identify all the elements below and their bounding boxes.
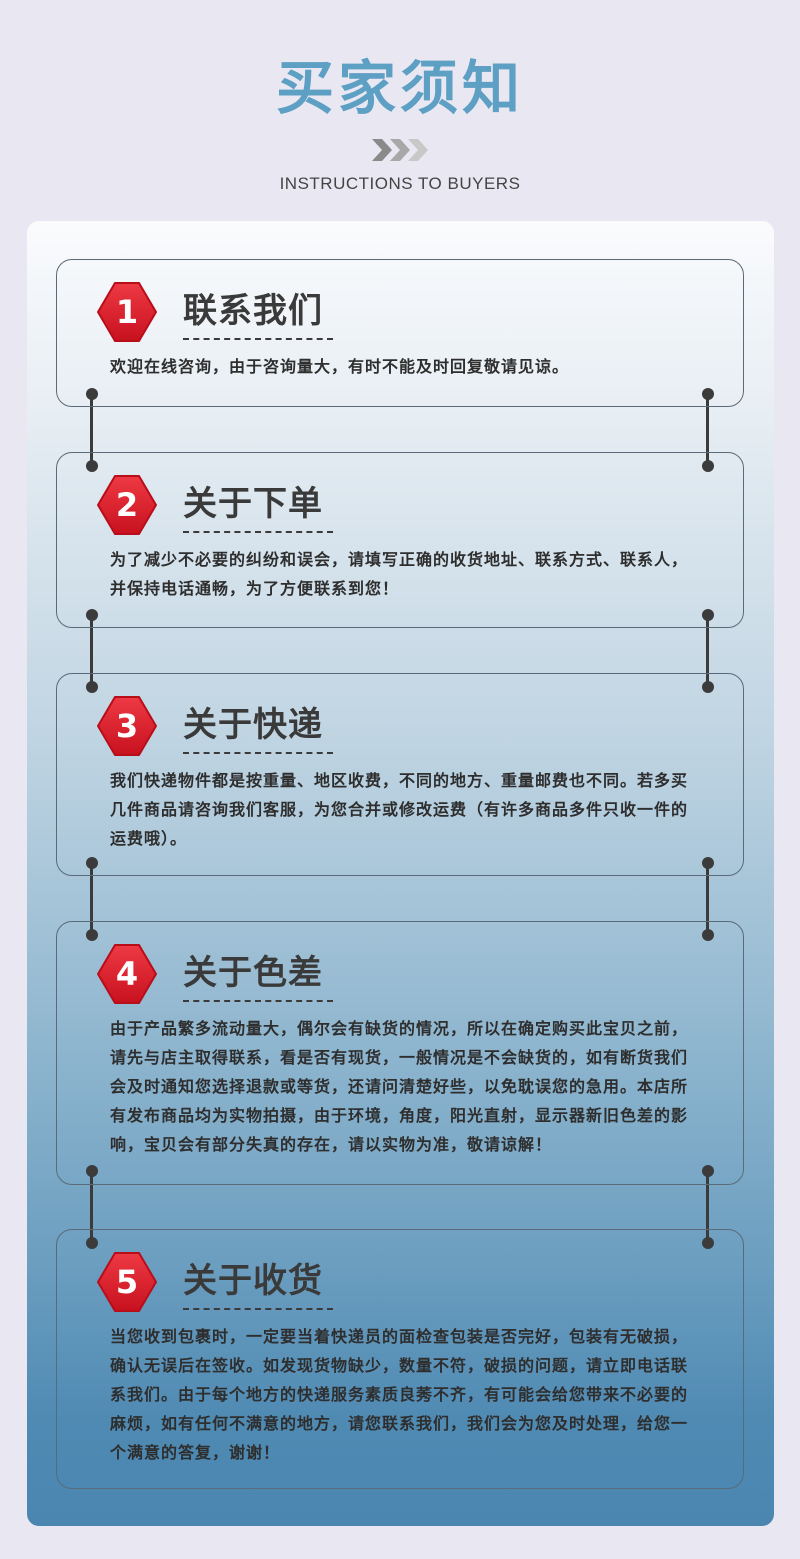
connector-dot (86, 460, 98, 472)
page-title: 买家须知 (275, 54, 524, 122)
hexagon-badge-icon (97, 282, 157, 342)
section-card-color-difference: 4 关于色差 由于产品繁多流动量大，偶尔会有缺货的情况，所以在确定购买此宝贝之前… (56, 921, 744, 1185)
hexagon-badge-icon (97, 696, 157, 756)
section-title: 关于色差 (183, 953, 323, 993)
section-number: 3 (115, 707, 139, 745)
chevron-right-icon (370, 137, 430, 163)
title-underline (183, 1000, 333, 1002)
section-title: 联系我们 (183, 291, 323, 331)
connector-line (90, 615, 93, 687)
connector-line (90, 1171, 93, 1243)
section-body: 欢迎在线咨询，由于咨询量大，有时不能及时回复敬请见谅。 (110, 357, 570, 376)
connector-line (706, 863, 709, 935)
number-badge: 4 (95, 942, 159, 1006)
connector-dot (86, 1165, 98, 1177)
instructions-panel (27, 221, 774, 1526)
hexagon-badge-icon (97, 475, 157, 535)
hexagon-badge-icon (97, 944, 157, 1004)
title-underline (183, 531, 333, 533)
title-underline (183, 1308, 333, 1310)
section-body: 为了减少不必要的纠纷和误会，请填写正确的收货地址、联系方式、联系人，并保持电话通… (110, 550, 689, 598)
section-card-receiving: 5 关于收货 当您收到包裹时，一定要当着快递员的面检查包装是否完好，包装有无破损… (56, 1229, 744, 1489)
section-title: 关于下单 (183, 484, 323, 524)
connector-line (90, 394, 93, 466)
connector-dot (86, 609, 98, 621)
section-card-delivery: 3 关于快递 我们快递物件都是按重量、地区收费，不同的地方、重量邮费也不同。若多… (56, 673, 744, 876)
connector-dot (86, 388, 98, 400)
number-badge: 1 (95, 280, 159, 344)
connector-dot (86, 1237, 98, 1249)
connector-line (90, 863, 93, 935)
connector-dot (702, 388, 714, 400)
connector-dot (86, 857, 98, 869)
connector-line (706, 1171, 709, 1243)
title-underline (183, 752, 333, 754)
section-number: 2 (115, 486, 139, 524)
connector-line (706, 615, 709, 687)
section-number: 1 (115, 293, 139, 331)
connector-dot (702, 929, 714, 941)
connector-dot (86, 681, 98, 693)
section-title: 关于收货 (183, 1261, 323, 1301)
connector-dot (702, 681, 714, 693)
section-number: 5 (115, 1263, 139, 1301)
section-body: 由于产品繁多流动量大，偶尔会有缺货的情况，所以在确定购买此宝贝之前，请先与店主取… (110, 1019, 689, 1154)
connector-dot (702, 609, 714, 621)
number-badge: 2 (95, 473, 159, 537)
section-body: 当您收到包裹时，一定要当着快递员的面检查包装是否完好，包装有无破损，确认无误后在… (110, 1327, 689, 1462)
connector-line (706, 394, 709, 466)
section-card-ordering: 2 关于下单 为了减少不必要的纠纷和误会，请填写正确的收货地址、联系方式、联系人… (56, 452, 744, 628)
section-card-contact: 1 联系我们 欢迎在线咨询，由于咨询量大，有时不能及时回复敬请见谅。 (56, 259, 744, 407)
connector-dot (702, 857, 714, 869)
number-badge: 3 (95, 694, 159, 758)
number-badge: 5 (95, 1250, 159, 1314)
hexagon-badge-icon (97, 1252, 157, 1312)
connector-dot (702, 1237, 714, 1249)
connector-dot (702, 460, 714, 472)
section-title: 关于快递 (183, 705, 323, 745)
connector-dot (702, 1165, 714, 1177)
section-number: 4 (115, 955, 139, 993)
title-underline (183, 338, 333, 340)
page-subtitle: INSTRUCTIONS TO BUYERS (279, 174, 521, 193)
section-body: 我们快递物件都是按重量、地区收费，不同的地方、重量邮费也不同。若多买几件商品请咨… (110, 771, 689, 848)
connector-dot (86, 929, 98, 941)
